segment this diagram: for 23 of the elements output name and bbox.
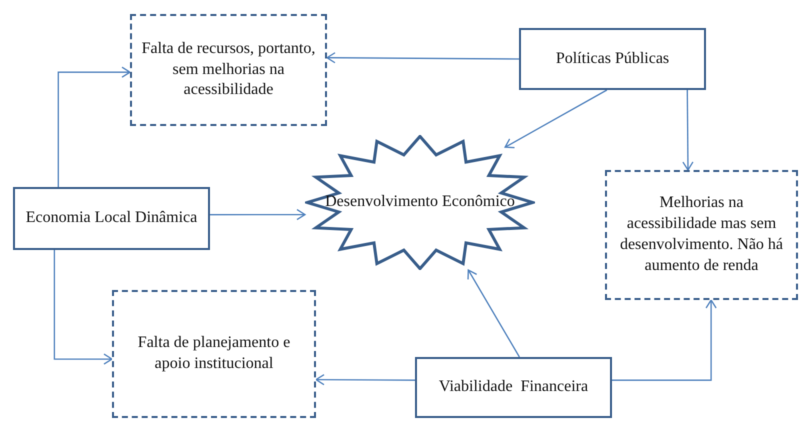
arrow [54, 250, 113, 365]
process-box [519, 28, 706, 90]
node-text: Melhorias na acessibilidade mas sem desenvolvimento. Não há aumento de renda [618, 193, 784, 276]
dashed-box [130, 14, 327, 126]
arrow [326, 52, 519, 64]
arrow [467, 269, 520, 358]
arrow [210, 208, 306, 220]
arrow [504, 89, 608, 148]
node-text: Economia Local Dinâmica [26, 208, 198, 228]
arrow [682, 90, 694, 171]
node-text: Falta de planejamento e apoio institucional [136, 333, 292, 374]
arrow [58, 66, 131, 187]
dashed-box [112, 290, 316, 418]
node-text: Políticas Públicas [556, 48, 670, 69]
dashed-box [605, 170, 798, 300]
arrow [612, 299, 717, 381]
starburst-shape [305, 135, 535, 270]
node-text: Desenvolvimento Econômico [325, 192, 515, 212]
node-text: Falta de recursos, portanto, sem melhorias na acessibilidade [140, 38, 316, 100]
arrow [315, 374, 415, 386]
process-box [415, 357, 612, 418]
process-box [13, 187, 210, 250]
node-text: Viabilidade Financeira [438, 377, 588, 398]
